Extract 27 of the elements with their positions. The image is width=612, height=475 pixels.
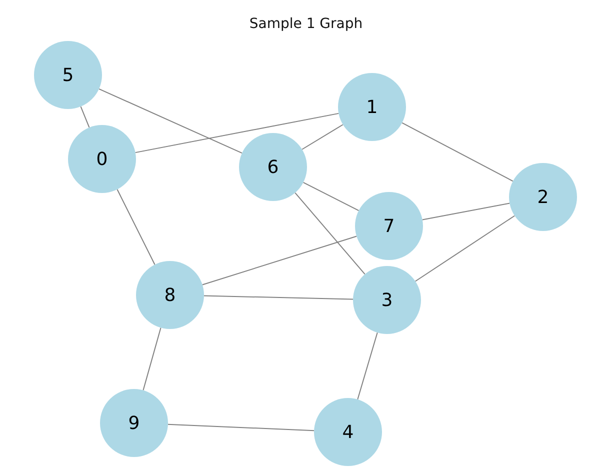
node-label: 4 [342, 422, 354, 442]
edge-line [80, 106, 90, 128]
edge-line [98, 88, 242, 154]
edge-line [422, 202, 510, 220]
node-label: 5 [62, 64, 74, 86]
node-label: 9 [128, 412, 140, 434]
node-label: 6 [267, 156, 279, 178]
edge-line [204, 295, 354, 300]
edge-line [134, 112, 340, 154]
edge-line [202, 236, 358, 286]
node-label: 1 [366, 96, 378, 118]
node-label: 3 [381, 290, 393, 310]
graph-node [239, 133, 307, 201]
node-label: 8 [164, 284, 176, 306]
node-label: 0 [96, 148, 108, 170]
chart-title: Sample 1 Graph [248, 16, 364, 32]
edge-line [302, 182, 360, 212]
edge-line [402, 122, 514, 182]
edge-line [294, 192, 366, 275]
edge-line [414, 215, 516, 282]
node-label: 2 [537, 186, 549, 208]
edge-line [302, 124, 344, 150]
edge-line [357, 332, 378, 400]
edge-line [167, 424, 315, 432]
node-label: 7 [383, 216, 395, 236]
edge-line [142, 327, 162, 391]
edge-line [116, 188, 156, 266]
